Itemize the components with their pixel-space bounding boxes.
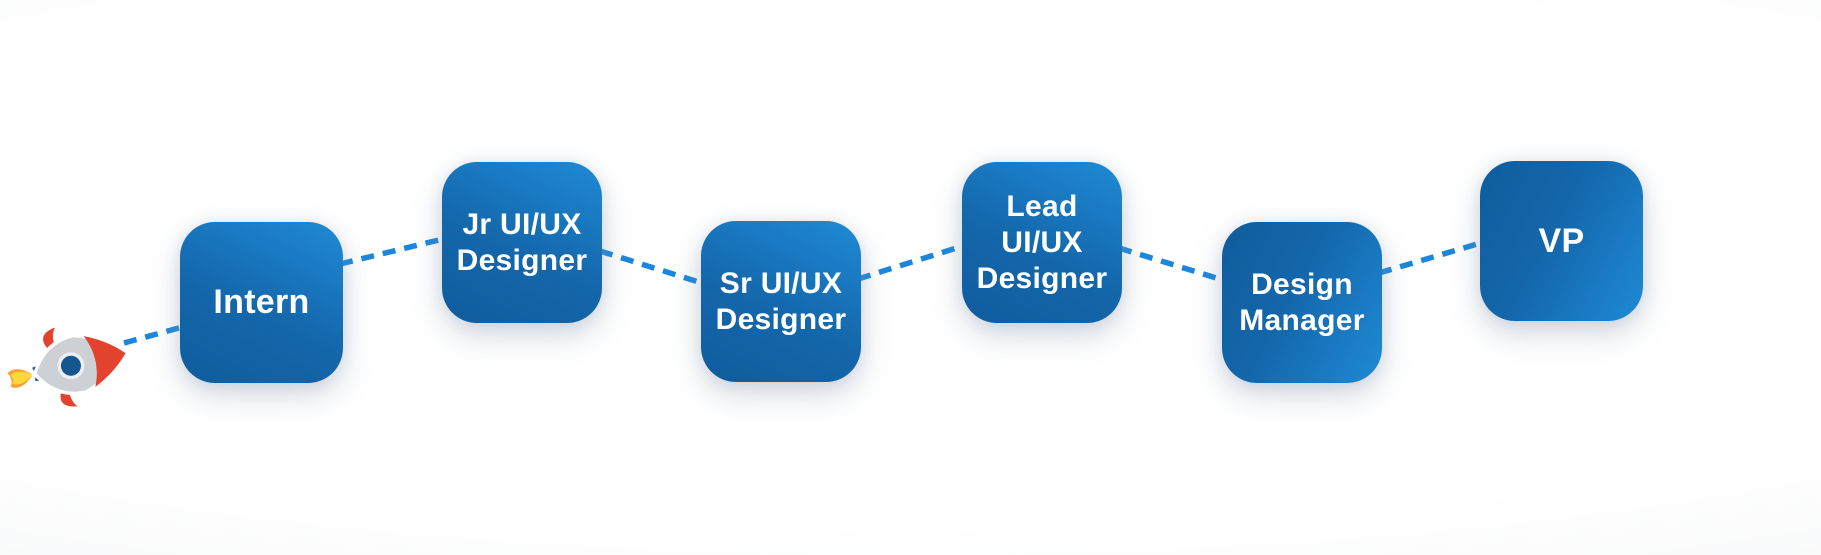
connector-line	[857, 242, 967, 282]
rocket-icon	[4, 322, 128, 410]
node-jr-uiux-designer: Jr UI/UX Designer	[442, 162, 602, 323]
node-lead-uiux-designer: Lead UI/UX Designer	[962, 162, 1122, 323]
node-label: Sr UI/UX Designer	[715, 266, 847, 336]
connector-line	[1118, 245, 1227, 284]
connector-line	[339, 235, 448, 267]
node-label: Lead UI/UX Designer	[976, 189, 1108, 295]
node-design-manager: Design Manager	[1222, 222, 1382, 383]
connector-line	[599, 248, 706, 287]
node-label: Design Manager	[1239, 267, 1365, 337]
node-label: VP	[1538, 221, 1585, 260]
node-sr-uiux-designer: Sr UI/UX Designer	[701, 221, 861, 382]
node-label: Intern	[213, 283, 310, 322]
node-label: Jr UI/UX Designer	[456, 207, 588, 277]
node-vp: VP	[1480, 161, 1643, 321]
node-intern: Intern	[180, 222, 343, 383]
connector-line	[1378, 239, 1485, 276]
